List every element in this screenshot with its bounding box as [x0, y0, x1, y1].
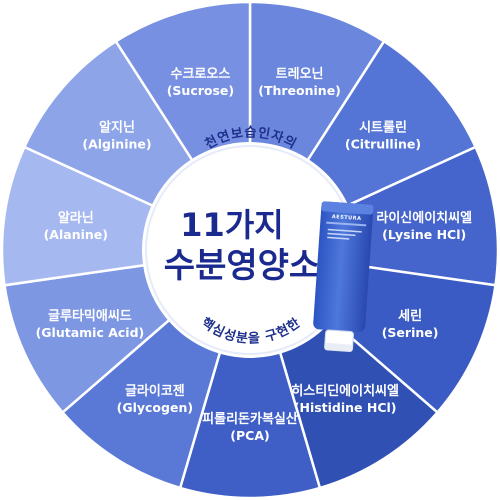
segment-english-label: (Serine)	[382, 325, 439, 340]
segment-english-label: (Alanine)	[44, 227, 108, 242]
center-title-line1: 11가지	[180, 206, 283, 244]
segment-english-label: (Glycogen)	[117, 400, 193, 415]
product-tube-image: AESTURA	[313, 201, 374, 353]
segment-korean-label: 알지닌	[99, 121, 135, 136]
segment-english-label: (Lysine HCl)	[382, 227, 466, 242]
segment-korean-label: 글루타믹애씨드	[48, 308, 132, 324]
segment-english-label: (Alginine)	[82, 137, 151, 152]
segment-korean-label: 라이신에이치씨엘	[376, 210, 472, 226]
segment-english-label: (Citrulline)	[345, 137, 421, 152]
segment-english-label: (PCA)	[230, 428, 269, 443]
product-brand-label: AESTURA	[332, 214, 362, 222]
center-disc	[142, 142, 358, 358]
segment-korean-label: 세린	[398, 308, 422, 324]
segment-korean-label: 트레오닌	[276, 67, 324, 82]
segment-korean-label: 시트룰린	[359, 120, 407, 136]
center-title-line2: 수분영양소	[164, 246, 320, 286]
segment-korean-label: 수크로오스	[171, 67, 231, 82]
segment-korean-label: 히스티딘에이치씨엘	[291, 383, 399, 399]
segment-korean-label: 글라이코젠	[125, 383, 185, 399]
segment-english-label: (Threonine)	[258, 83, 341, 98]
segment-korean-label: 피롤리돈카복실산	[202, 411, 298, 427]
segment-english-label: (Glutamic Acid)	[36, 325, 145, 340]
segment-english-label: (Histidine HCl)	[294, 400, 397, 415]
segment-korean-label: 알라닌	[58, 210, 94, 226]
segment-english-label: (Sucrose)	[167, 83, 234, 98]
